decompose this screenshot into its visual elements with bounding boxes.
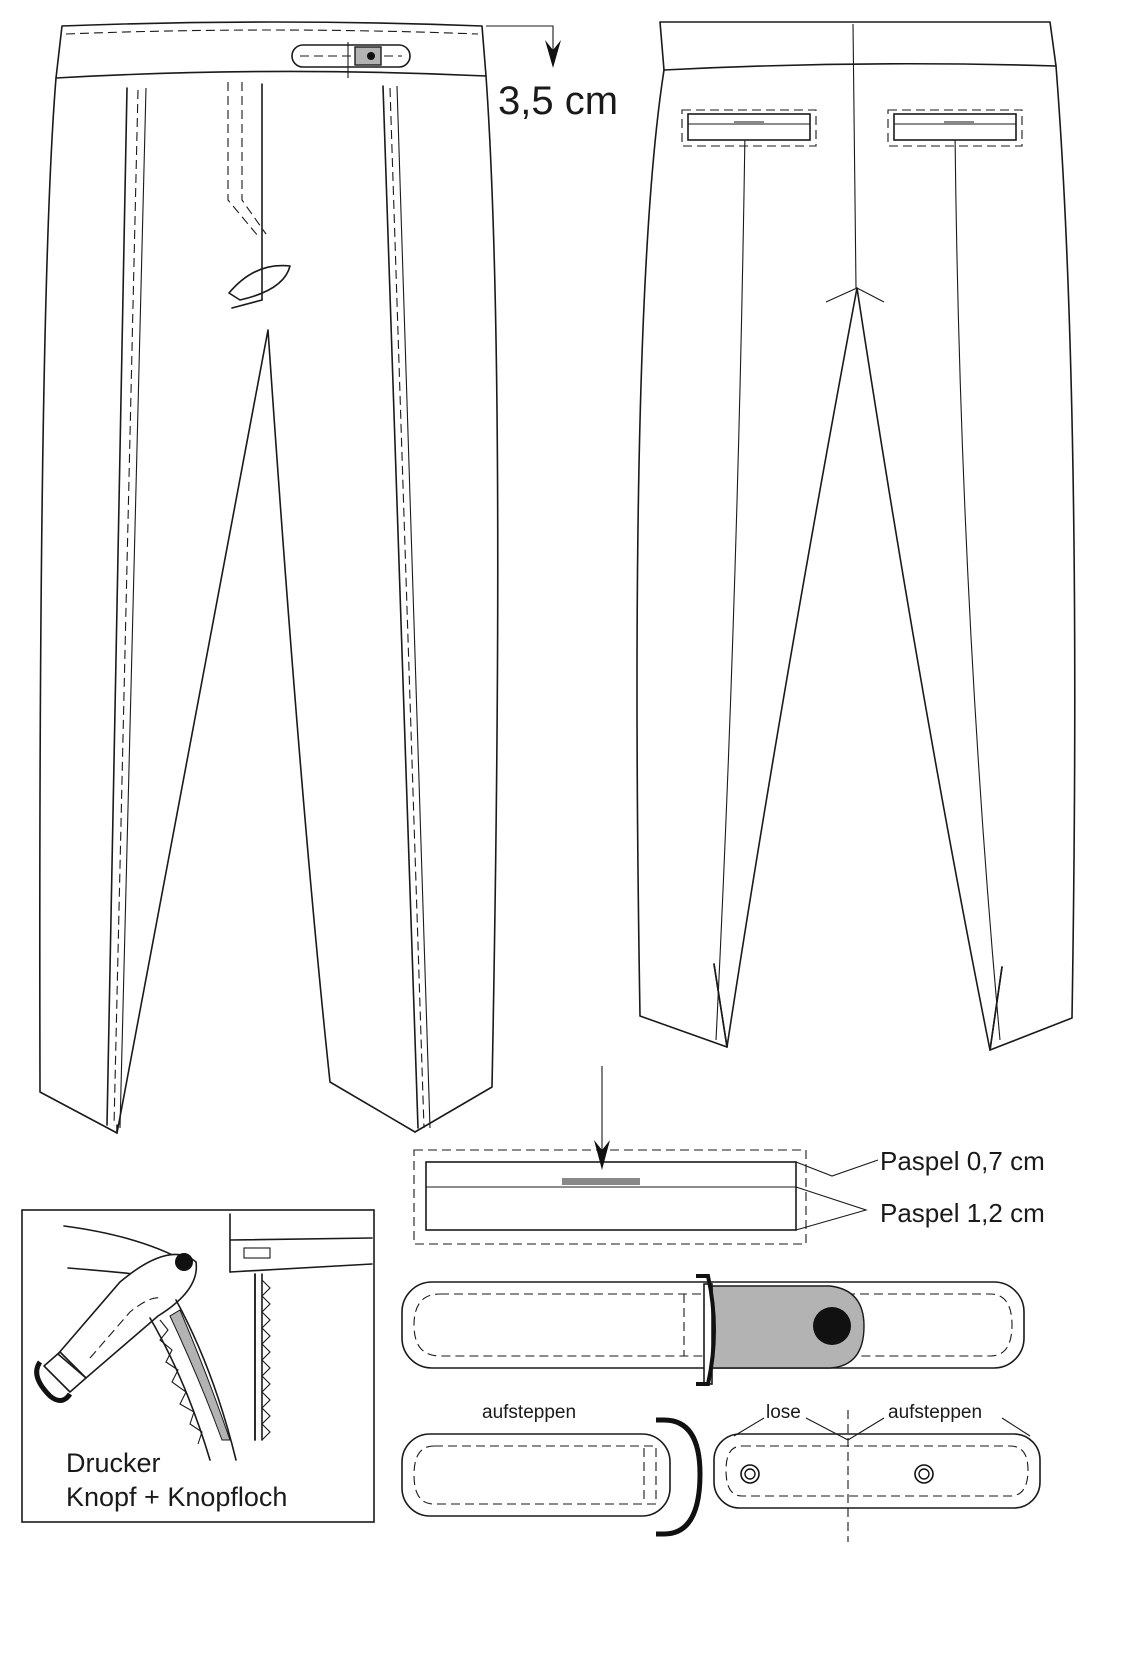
short-tab-left-label: aufsteppen bbox=[482, 1402, 576, 1423]
snap-button-dot bbox=[175, 1253, 193, 1271]
back-pocket-left bbox=[687, 113, 811, 141]
short-tab-left-body bbox=[401, 1433, 671, 1517]
back-waistband bbox=[659, 21, 1057, 71]
tab-right-loose-label: lose bbox=[766, 1402, 801, 1423]
long-tab-detail bbox=[401, 1274, 1025, 1386]
short-tab-left-clip bbox=[656, 1417, 703, 1537]
inset-label-line1: Drucker bbox=[66, 1448, 161, 1478]
crotch-detail bbox=[228, 264, 291, 301]
front-view-trousers: 3,5 cm bbox=[39, 21, 618, 1134]
inset-detail: Drucker Knopf + Knopfloch bbox=[21, 1209, 375, 1523]
front-waistband bbox=[55, 21, 487, 79]
short-tab-left: aufsteppen bbox=[401, 1402, 703, 1537]
long-tab-grey-overlay bbox=[711, 1285, 865, 1369]
back-pocket-right bbox=[893, 113, 1017, 141]
piping-pocket bbox=[425, 1161, 797, 1231]
short-tab-right-body bbox=[713, 1433, 1041, 1509]
back-right-leg-outline bbox=[989, 65, 1076, 1051]
inset-tab-extension bbox=[56, 1253, 198, 1380]
back-left-leg-outline bbox=[636, 69, 728, 1048]
measurement-label: 3,5 cm bbox=[498, 79, 618, 123]
inset-label-line2: Knopf + Knopfloch bbox=[66, 1482, 287, 1512]
tab-right-stitch-label: aufsteppen bbox=[888, 1402, 982, 1423]
front-inseam bbox=[116, 329, 416, 1134]
long-tab-button bbox=[813, 1307, 851, 1345]
short-tab-right: lose aufsteppen bbox=[713, 1402, 1041, 1542]
piping-top-label: Paspel 0,7 cm bbox=[880, 1146, 1045, 1176]
piping-arrow bbox=[594, 1140, 610, 1170]
front-left-leg-outline bbox=[39, 77, 118, 1134]
piping-detail: Paspel 0,7 cm Paspel 1,2 cm bbox=[413, 1066, 1045, 1245]
piping-bottom-label: Paspel 1,2 cm bbox=[880, 1198, 1045, 1228]
front-right-leg-outline bbox=[414, 75, 499, 1133]
back-view-trousers bbox=[636, 21, 1076, 1051]
measurement-arrow bbox=[486, 25, 554, 58]
